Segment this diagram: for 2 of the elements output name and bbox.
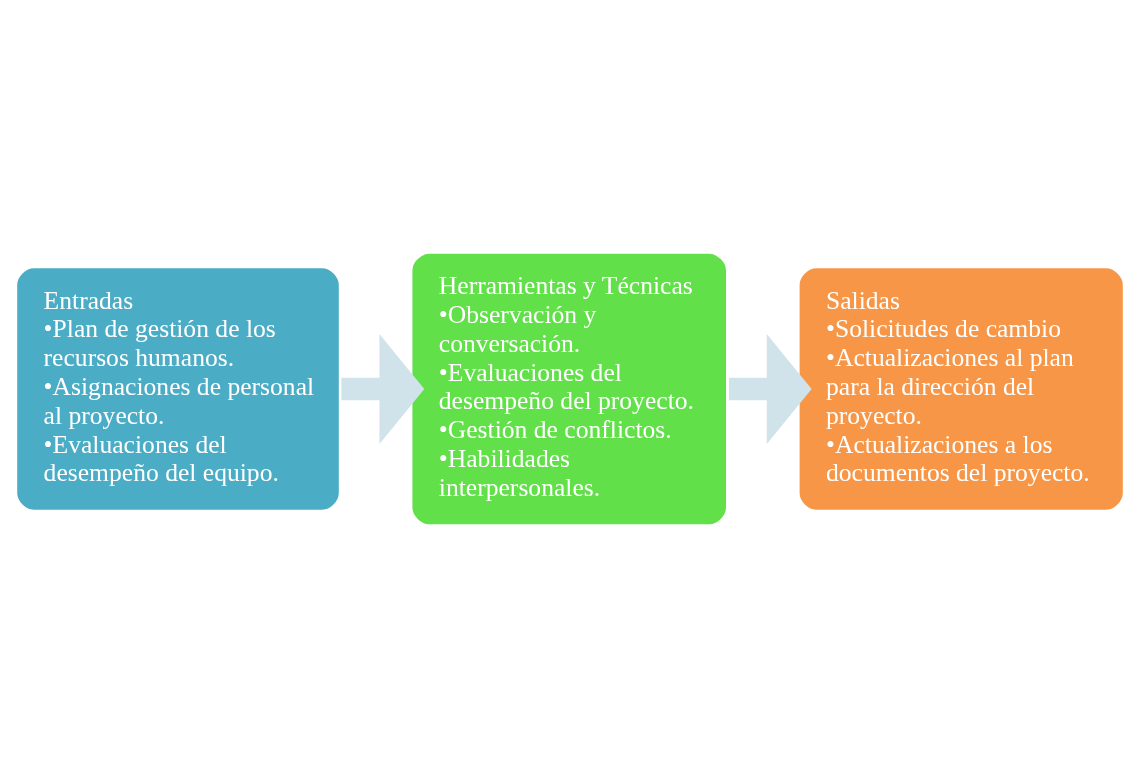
arrow [728, 334, 812, 444]
arrow [341, 334, 425, 444]
